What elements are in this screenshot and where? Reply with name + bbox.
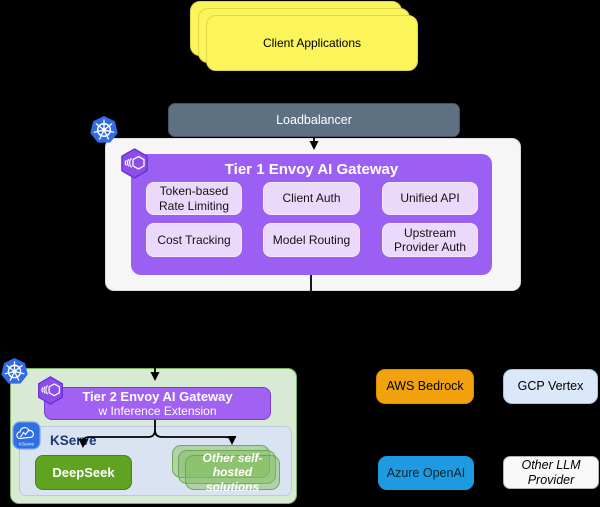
- gcp-vertex-node: GCP Vertex: [503, 369, 598, 404]
- svg-text:KServe: KServe: [19, 442, 35, 447]
- tier2-title: Tier 2 Envoy AI Gateway: [82, 388, 233, 404]
- tier2-subtitle: w Inference Extension: [98, 404, 217, 419]
- azure-openai-node: Azure OpenAI: [378, 456, 474, 490]
- deepseek-node: DeepSeek: [35, 455, 132, 490]
- self-hosted-node: Other self-hosted solutions: [185, 451, 280, 494]
- loadbalancer-node: Loadbalancer: [168, 103, 460, 137]
- kserve-label: KServe: [50, 432, 97, 448]
- feature-client-auth: Client Auth: [263, 182, 360, 215]
- other-llm-provider-node: Other LLM Provider: [503, 456, 599, 489]
- feature-model-routing: Model Routing: [263, 223, 360, 257]
- feature-unified-api: Unified API: [382, 182, 478, 215]
- feature-upstream-provider-auth: Upstream Provider Auth: [382, 223, 478, 257]
- kubernetes-icon: [90, 116, 118, 143]
- envoy-icon: [38, 376, 63, 405]
- aws-bedrock-node: AWS Bedrock: [376, 369, 474, 404]
- tier2-gateway-node: Tier 2 Envoy AI Gateway w Inference Exte…: [44, 387, 271, 420]
- feature-token-rate-limiting: Token-based Rate Limiting: [146, 182, 242, 215]
- envoy-icon: [121, 148, 148, 179]
- kserve-icon: KServe: [12, 421, 41, 450]
- feature-cost-tracking: Cost Tracking: [146, 223, 242, 257]
- kubernetes-icon: [1, 357, 28, 384]
- client-applications-node: Client Applications: [206, 15, 418, 71]
